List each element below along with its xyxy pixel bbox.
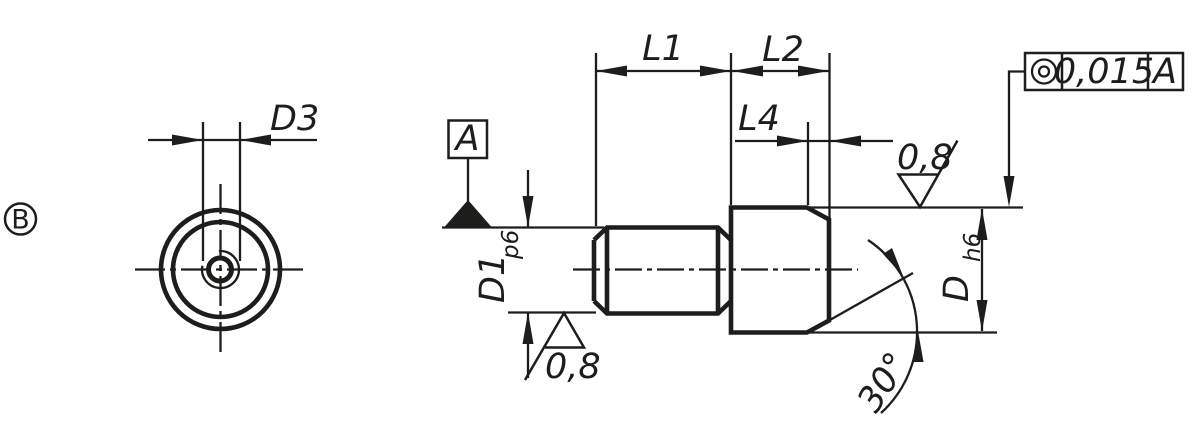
l2-arrow-right-icon — [798, 65, 829, 77]
view-label: B — [11, 205, 30, 236]
side-view: L1 L2 L4 D1 p6 A D h6 — [442, 29, 1185, 420]
d-label: D — [937, 275, 977, 302]
d1-arrow-top-icon — [522, 196, 534, 228]
d3-arrow-right-icon — [240, 134, 271, 146]
tolerance-value: 0,015 — [1054, 52, 1154, 92]
d-arrow-top-icon — [976, 208, 988, 240]
roughness-bottom-label: 0,8 — [545, 347, 601, 387]
l2-label: L2 — [762, 30, 804, 70]
d-arrow-bottom-icon — [976, 300, 988, 332]
d-fit-label: h6 — [960, 233, 986, 262]
roughness-top-label: 0,8 — [897, 138, 953, 178]
l1-label: L1 — [642, 29, 684, 69]
tolerance-leader-arrow-icon — [1003, 176, 1015, 207]
thread-major-arc — [200, 249, 241, 290]
angle-arrow-lower-icon — [912, 331, 924, 362]
d3-arrow-left-icon — [172, 134, 203, 146]
d1-fit-label: p6 — [498, 230, 524, 260]
d3-label: D3 — [270, 99, 319, 139]
shoulder-outer-circle — [158, 207, 283, 332]
roughness-symbol-bottom-icon — [523, 310, 587, 381]
datum-label: A — [454, 119, 480, 159]
thread-minor-circle — [206, 255, 234, 284]
roughness-symbol-top-icon — [896, 139, 959, 210]
d1-label: D1 — [473, 254, 513, 303]
concentricity-icon — [1030, 58, 1058, 85]
tolerance-datum-ref: A — [1151, 52, 1177, 92]
angle-arrow-upper-icon — [883, 248, 903, 276]
thread-profile — [591, 225, 733, 316]
shoulder-chamfer-circle — [170, 219, 271, 320]
l4-arrow-right-icon — [830, 135, 861, 147]
l2-arrow-left-icon — [732, 65, 763, 77]
datum-triangle-icon — [444, 200, 492, 228]
front-view: D3 B — [3, 99, 319, 352]
l1-arrow-left-icon — [596, 65, 627, 77]
d1-arrow-bottom-icon — [522, 312, 534, 344]
l4-arrow-left-icon — [777, 135, 808, 147]
view-label-circle — [3, 202, 38, 236]
l4-label: L4 — [738, 99, 780, 139]
tolerance-leader — [1007, 70, 1025, 178]
l1-arrow-right-icon — [700, 65, 731, 77]
angle-label: 30° — [850, 346, 917, 420]
concentricity-icon-inner — [1037, 65, 1051, 78]
angle-construction-line — [828, 271, 914, 322]
tolerance-frame: 0,015 A — [1003, 51, 1185, 207]
